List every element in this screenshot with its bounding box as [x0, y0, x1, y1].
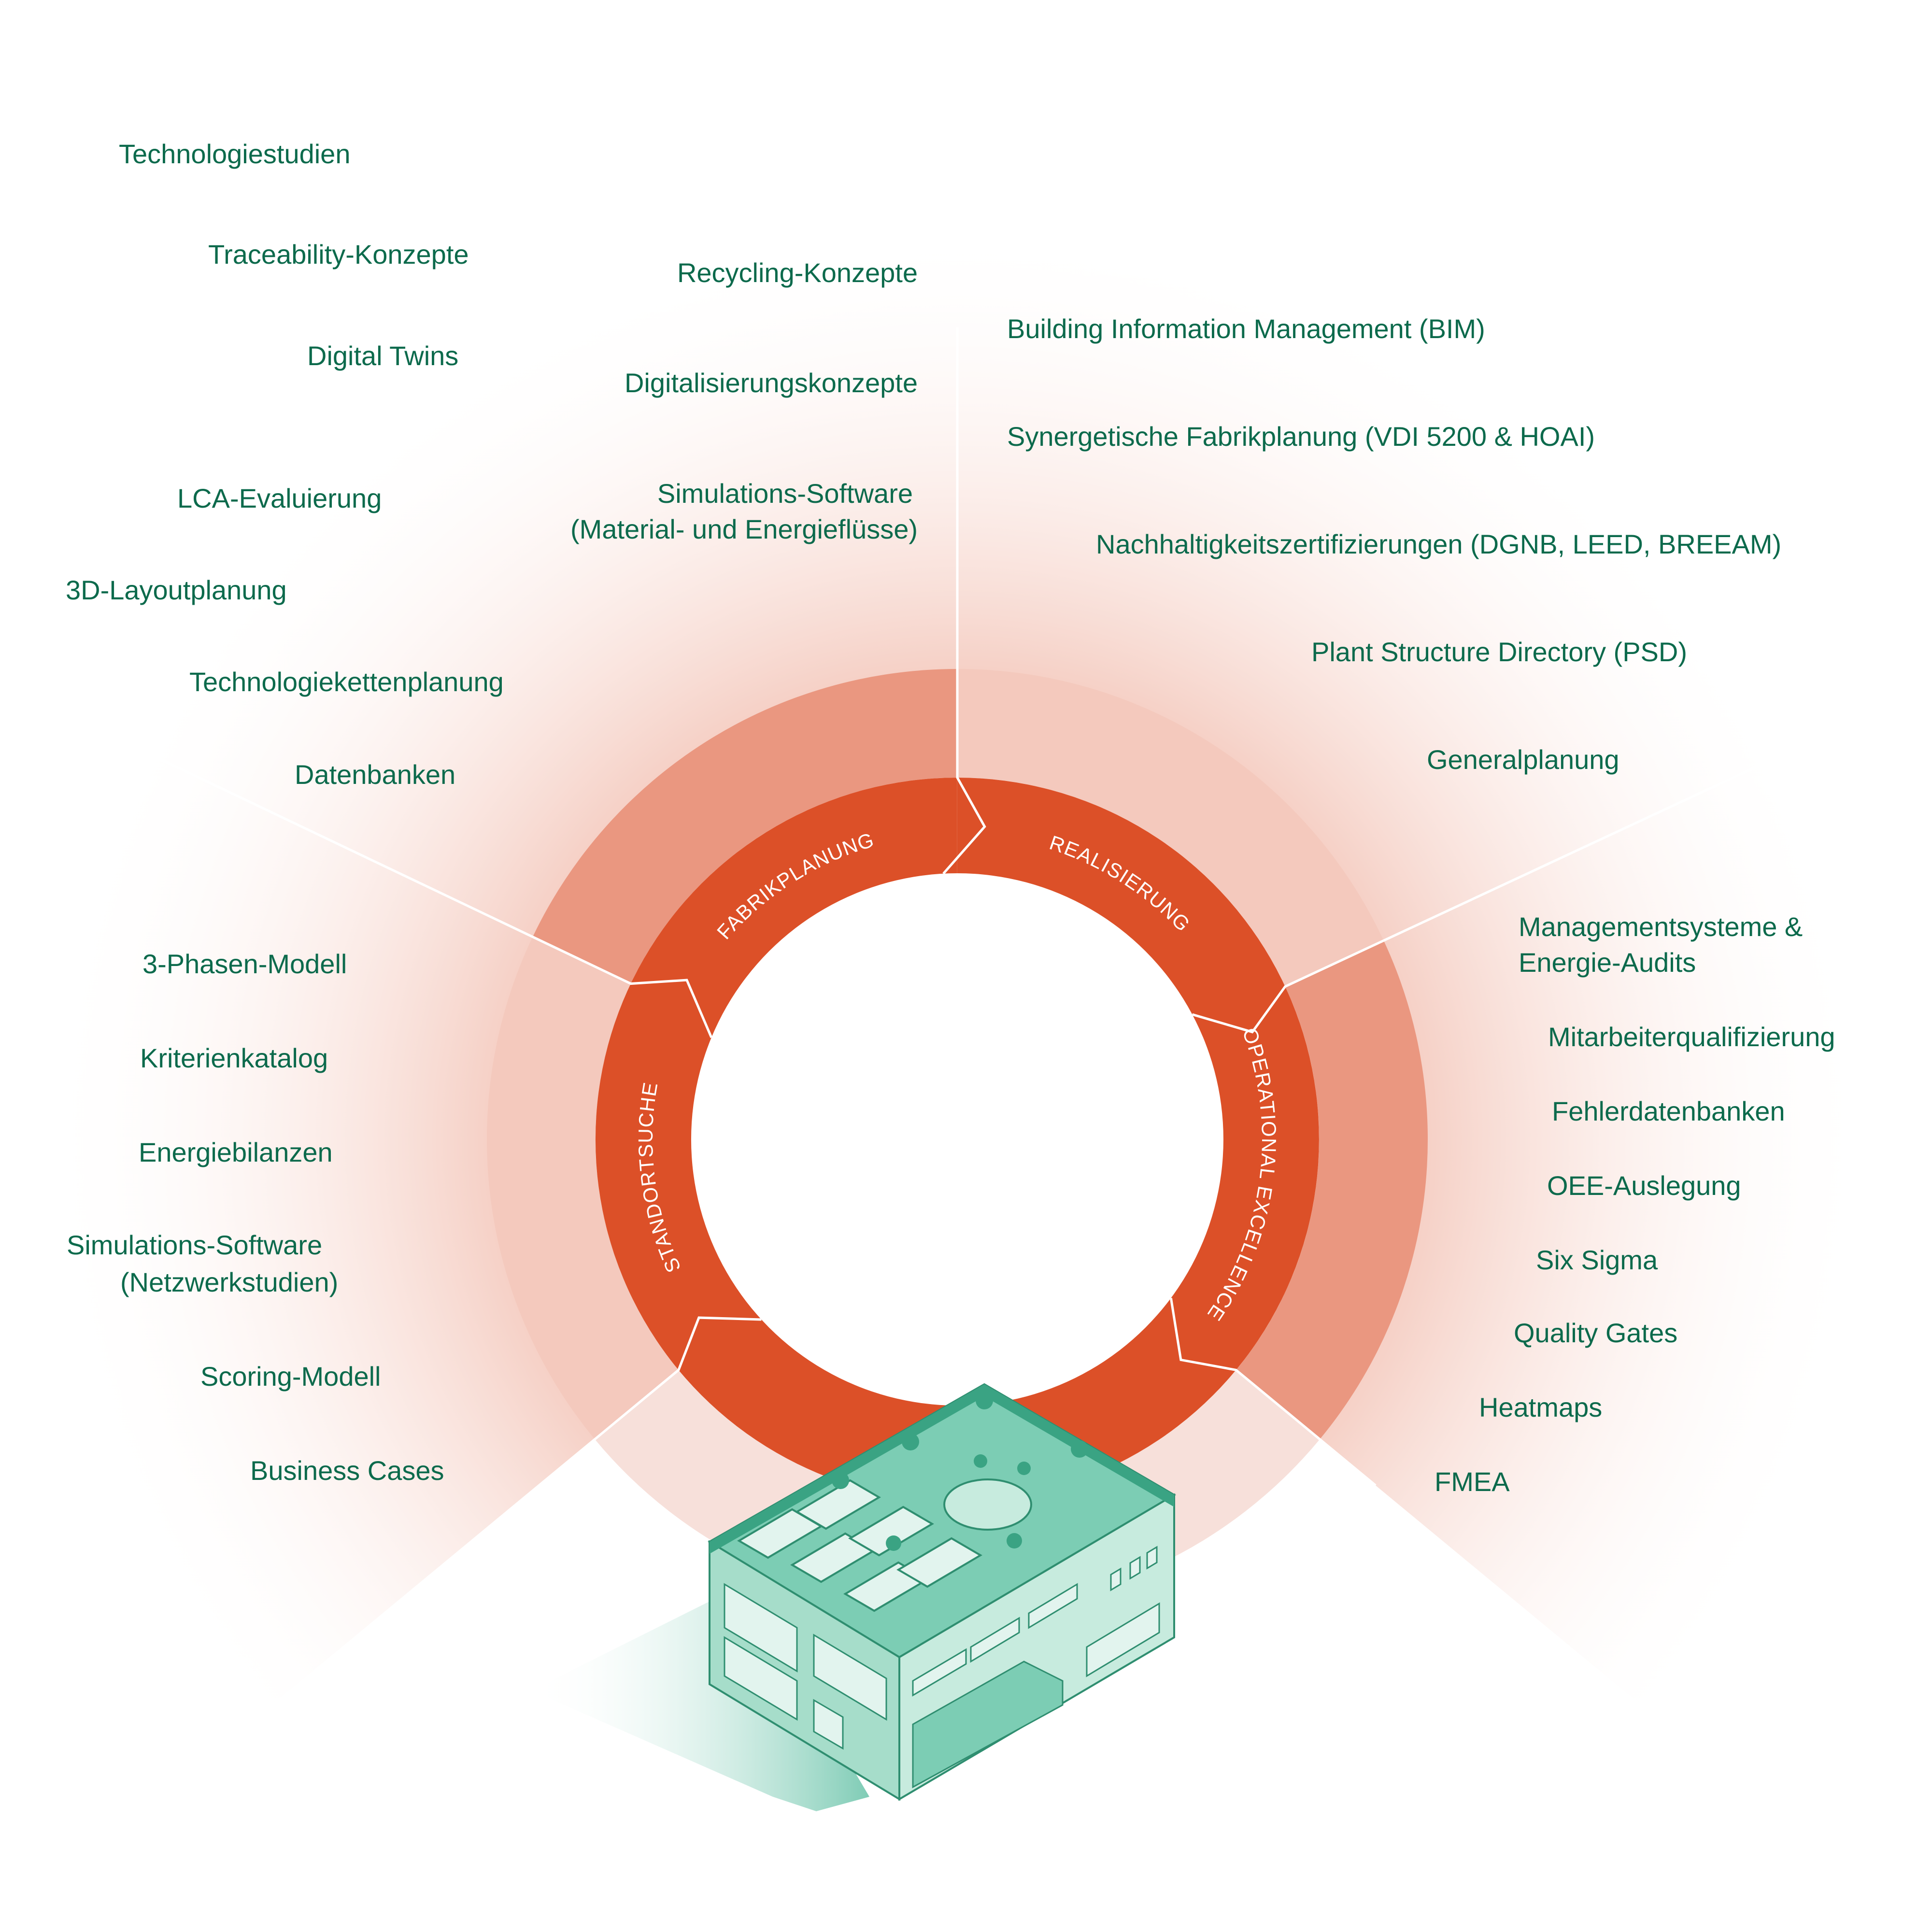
list-item: Energiebilanzen [139, 1137, 333, 1167]
phase-divider [152, 754, 713, 1038]
list-item: Digitalisierungskonzepte [625, 368, 918, 398]
phase-divider [942, 327, 986, 875]
list-item: Heatmaps [1479, 1392, 1602, 1422]
list-item: 3D-Layoutplanung [66, 575, 287, 605]
list-item: Business Cases [250, 1455, 444, 1486]
list-item: Simulations-Software [67, 1230, 322, 1260]
list-item: Building Information Management (BIM) [1007, 313, 1485, 344]
list-item: (Material- und Energieflüsse) [570, 514, 918, 544]
roof-parapet [710, 1384, 1174, 1554]
fan-operational-excellence [1319, 721, 1932, 1771]
solar-panels [737, 1479, 982, 1612]
fan-fabrikplanung [63, 149, 957, 938]
fabrikplanung-items: Technologiestudien Traceability-Konzepte… [66, 139, 918, 790]
list-item: Mitarbeiterqualifizierung [1548, 1022, 1835, 1052]
phase-divider [1192, 762, 1766, 1034]
phase-dividers [152, 327, 1766, 1708]
list-item: Datenbanken [295, 759, 455, 790]
building-shadow [531, 1584, 869, 1811]
list-item: Quality Gates [1514, 1318, 1677, 1348]
list-item: Fehlerdatenbanken [1552, 1096, 1785, 1126]
list-item: FMEA [1435, 1466, 1510, 1497]
list-item: (Netzwerkstudien) [120, 1267, 338, 1297]
inner-ring-band [595, 778, 1319, 1502]
phase-fans [0, 149, 1932, 1771]
outer-segment-fabrikplanung [532, 669, 957, 984]
list-item: Energie-Audits [1519, 947, 1696, 978]
inner-ring [595, 778, 1319, 1502]
fan-standortsuche [0, 713, 596, 1771]
list-item: Nachhaltigkeitszertifizierungen (DGNB, L… [1096, 529, 1781, 559]
factory-building-illustration [531, 1383, 1176, 1811]
roof-garden-circle [943, 1478, 1032, 1531]
list-item: Plant Structure Directory (PSD) [1311, 637, 1687, 667]
phase-divider [270, 1316, 762, 1708]
outer-segment-operational-excellence [1236, 940, 1428, 1439]
list-item: Simulations-Software [657, 478, 913, 509]
list-item: Generalplanung [1427, 744, 1619, 775]
roof-trees [832, 1392, 1088, 1551]
outer-segment-realisierung [957, 669, 1384, 987]
list-item: Scoring-Modell [200, 1361, 381, 1392]
list-item: Technologiekettenplanung [189, 667, 504, 697]
list-item: Synergetische Fabrikplanung (VDI 5200 & … [1007, 421, 1595, 452]
fan-realisierung [957, 149, 1855, 941]
operational-excellence-items: Managementsysteme & Energie-Audits Mitar… [1435, 911, 1835, 1497]
realisierung-items: Building Information Management (BIM) Sy… [1007, 313, 1781, 775]
list-item: 3-Phasen-Modell [142, 949, 347, 979]
standortsuche-items: 3-Phasen-Modell Kriterienkatalog Energie… [67, 949, 444, 1486]
list-item: LCA-Evaluierung [177, 483, 382, 513]
building-windows [724, 1546, 1160, 1789]
list-item: Managementsysteme & [1519, 911, 1803, 942]
list-item: Digital Twins [307, 341, 458, 371]
list-item: OEE-Auslegung [1547, 1170, 1741, 1201]
list-item: Recycling-Konzepte [677, 257, 918, 288]
list-item: Kriterienkatalog [140, 1043, 328, 1073]
list-item: Technologiestudien [119, 139, 350, 169]
list-item: Six Sigma [1536, 1245, 1658, 1275]
phase-divider [1169, 1298, 1377, 1487]
list-item: Traceability-Konzepte [208, 239, 469, 270]
outer-segment-standortsuche [486, 937, 679, 1439]
